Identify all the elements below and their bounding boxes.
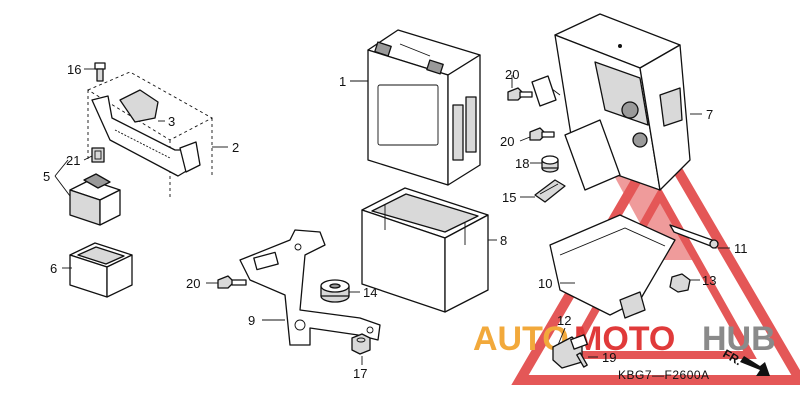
leader-lines: [54, 68, 730, 365]
callout-3: 3: [168, 114, 175, 129]
battery-box: [531, 13, 691, 191]
callout-20-b: 20: [500, 134, 514, 149]
rubber-mount-14: [320, 279, 350, 303]
nut-13: [669, 273, 691, 293]
callout-16: 16: [67, 62, 81, 77]
callout-10: 10: [538, 276, 552, 291]
diagram-code: KBG7—F2600A: [618, 368, 710, 382]
callout-13: 13: [702, 273, 716, 288]
callout-9: 9: [248, 313, 255, 328]
watermark-text: AUTO MOTO HUB: [473, 320, 776, 358]
callout-numbers: 1 2 3 5 6 7 8 9 10 11 12 13 14 15 16 17 …: [43, 62, 748, 381]
callout-12: 12: [557, 313, 571, 328]
relay-cover-6: [69, 242, 133, 298]
callout-8: 8: [500, 233, 507, 248]
battery: [367, 29, 481, 186]
battery-case: [361, 187, 489, 313]
callout-20-c: 20: [186, 276, 200, 291]
callout-17: 17: [353, 366, 367, 381]
callout-1: 1: [339, 74, 346, 89]
grommet-18: [541, 155, 559, 173]
bolt-20-a: [507, 87, 533, 101]
callout-2: 2: [232, 140, 239, 155]
callout-5: 5: [43, 169, 50, 184]
watermark-word-hub: HUB: [702, 320, 776, 358]
fuse-box-assembly: [87, 71, 213, 200]
callout-6: 6: [50, 261, 57, 276]
front-arrow-icon: [740, 356, 770, 376]
bracket-9: [239, 229, 381, 346]
lock-12: [552, 334, 588, 369]
callout-21: 21: [66, 153, 80, 168]
band-11: [669, 224, 719, 249]
bolt-20-b: [529, 127, 555, 141]
relay-5: [69, 173, 121, 226]
nut-17: [351, 333, 371, 355]
callout-18: 18: [515, 156, 529, 171]
callout-11: 11: [734, 241, 748, 256]
screw-16: [94, 62, 106, 82]
fuse-21: [91, 147, 105, 163]
callout-7: 7: [706, 107, 713, 122]
tool-case-10: [549, 214, 676, 319]
callout-15: 15: [502, 190, 516, 205]
bolt-20-c: [217, 275, 247, 289]
callout-20-a: 20: [505, 67, 519, 82]
clip-15: [534, 179, 566, 203]
watermark-word-moto: MOTO: [574, 320, 675, 358]
callout-14: 14: [363, 285, 377, 300]
callout-19: 19: [602, 350, 616, 365]
pin-19: [576, 352, 588, 368]
